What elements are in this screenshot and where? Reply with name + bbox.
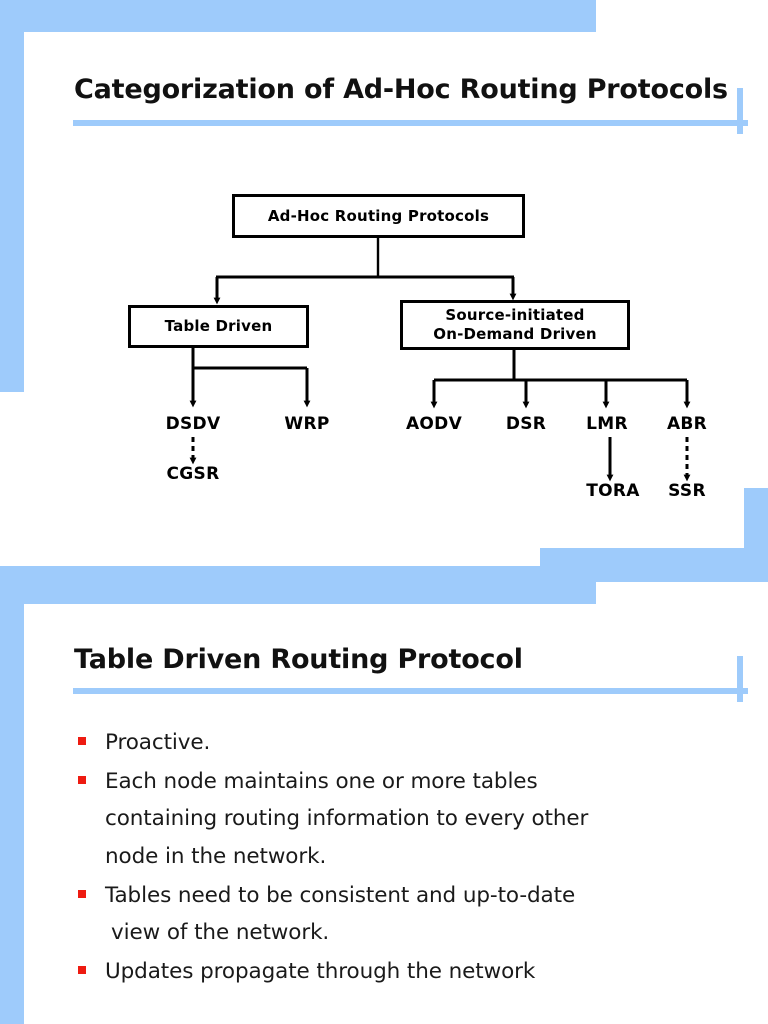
bullet-line: containing routing information to every …: [105, 806, 589, 832]
bullet-list: Proactive. Each node maintains one or mo…: [78, 724, 738, 992]
tree-node-source-initiated-label-line2: On-Demand Driven: [433, 325, 597, 343]
tree-leaf-dsdv: DSDV: [165, 414, 221, 434]
slide-categorization: Categorization of Ad-Hoc Routing Protoco…: [0, 0, 768, 572]
list-item: Each node maintains one or more tables c…: [78, 763, 738, 875]
decor-white-rounded-panel-2: [24, 604, 768, 1024]
bullet-line: Each node maintains one or more tables: [105, 769, 538, 795]
decor-top-blue-band-2: [0, 572, 596, 604]
tree-node-root: Ad-Hoc Routing Protocols: [232, 194, 525, 238]
decor-top-right-blue-step: [596, 572, 768, 582]
title-accent-tick: [737, 88, 743, 134]
routing-protocol-tree-diagram: Ad-Hoc Routing Protocols Table Driven So…: [128, 194, 708, 501]
bullet-square-icon: [78, 889, 86, 898]
tree-node-source-initiated-label-line1: Source-initiated: [445, 306, 585, 325]
decor-left-blue-band: [0, 0, 24, 392]
list-item: Tables need to be consistent and up-to-d…: [78, 877, 738, 951]
title-underline-rule-2: [73, 688, 748, 694]
decor-top-blue-band: [0, 0, 596, 32]
bullet-line: Updates propagate through the network: [105, 959, 536, 985]
tree-node-table-driven: Table Driven: [128, 305, 309, 348]
bullet-line: view of the network.: [111, 919, 330, 945]
bullet-line: Proactive.: [105, 730, 211, 755]
list-item: Updates propagate through the network: [78, 953, 738, 990]
tree-node-source-initiated: Source-initiated On-Demand Driven: [400, 300, 630, 350]
decor-bottom-step-upper: [540, 548, 768, 572]
bullet-square-icon: [78, 966, 86, 975]
tree-connector-lines: [189, 238, 691, 482]
bullet-square-icon: [78, 737, 86, 745]
decor-white-rounded-panel-br: [540, 440, 744, 566]
page-title: Categorization of Ad-Hoc Routing Protoco…: [74, 74, 728, 105]
tree-node-root-label: Ad-Hoc Routing Protocols: [267, 206, 490, 225]
tree-leaf-abr: ABR: [666, 414, 708, 434]
decor-left-blue-band-2: [0, 572, 24, 1024]
bullet-square-icon: [78, 776, 86, 785]
tree-leaf-cgsr: CGSR: [166, 464, 220, 484]
bullet-text: Tables need to be consistent and up-to-d…: [105, 877, 575, 951]
bullet-text: Proactive.: [105, 724, 210, 761]
slide-table-driven-routing: Table Driven Routing Protocol Proactive.…: [0, 572, 768, 1024]
bullet-line: node in the network.: [105, 843, 327, 869]
page-title-2: Table Driven Routing Protocol: [74, 644, 523, 675]
tree-leaf-aodv: AODV: [405, 414, 463, 434]
list-item: Proactive.: [78, 724, 738, 761]
bullet-text: Updates propagate through the network: [105, 953, 535, 990]
tree-leaf-wrp: WRP: [284, 414, 330, 434]
tree-leaf-ssr: SSR: [668, 481, 706, 501]
tree-leaf-dsr: DSR: [505, 414, 547, 434]
title-accent-tick-2: [737, 656, 743, 702]
bullet-text: Each node maintains one or more tables c…: [105, 763, 588, 875]
bullet-line: Tables need to be consistent and up-to-d…: [105, 882, 576, 908]
tree-leaf-tora: TORA: [586, 481, 640, 501]
tree-node-table-driven-label: Table Driven: [164, 317, 273, 336]
tree-leaf-lmr: LMR: [586, 414, 628, 434]
decor-bottom-step-lower: [0, 566, 552, 572]
title-underline-rule: [73, 120, 748, 126]
